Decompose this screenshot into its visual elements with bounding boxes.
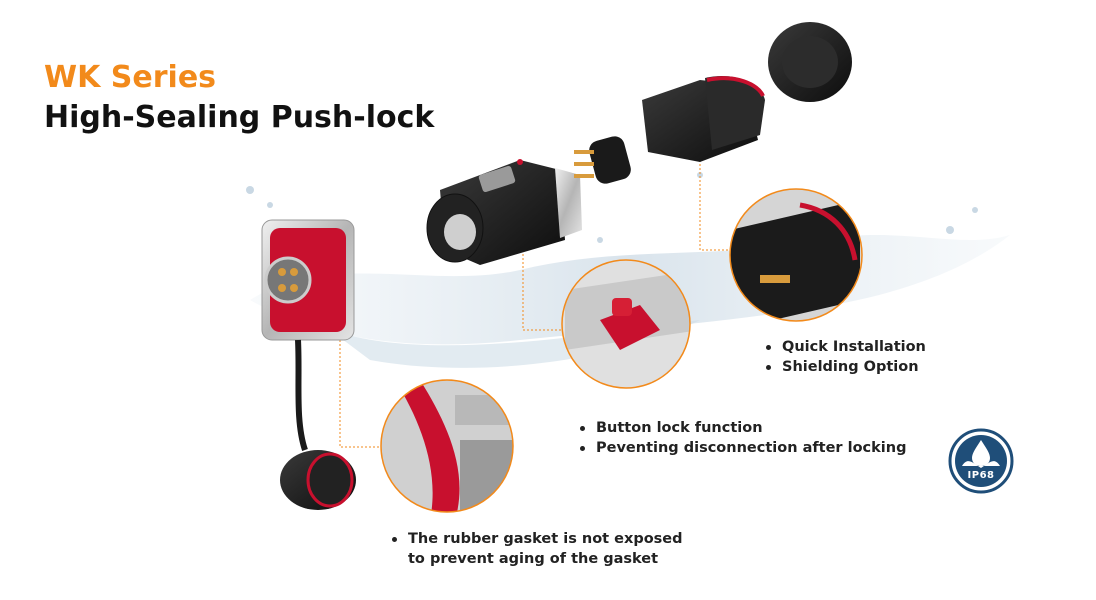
feature-button-lock: Button lock function xyxy=(576,418,906,438)
plug-connector xyxy=(426,159,582,265)
ip68-badge xyxy=(948,428,1014,494)
lock-detail-circle xyxy=(561,259,691,389)
gasket-line-2: to prevent aging of the gasket xyxy=(408,551,659,567)
product-title: High-Sealing Push-lock xyxy=(44,100,435,135)
gasket-features: The rubber gasket is not exposed to prev… xyxy=(388,529,683,569)
feature-quick-installation: Quick Installation xyxy=(762,337,926,357)
water-drop-icon xyxy=(962,440,1000,468)
ip-rating-label: IP68 xyxy=(967,470,995,481)
feature-prevent-disconnection: Peventing disconnection after locking xyxy=(576,438,906,458)
rear-shell xyxy=(642,22,852,162)
feature-shielding-option: Shielding Option xyxy=(762,357,926,377)
lock-features: Button lock function Peventing disconnec… xyxy=(576,418,906,458)
gasket-line-1: The rubber gasket is not exposed xyxy=(408,531,683,547)
feature-gasket-not-exposed: The rubber gasket is not exposed xyxy=(388,529,683,549)
panel-socket xyxy=(261,219,356,510)
contact-insert xyxy=(574,136,631,184)
leader-lines xyxy=(339,140,730,448)
series-title: WK Series xyxy=(44,60,217,95)
installation-features: Quick Installation Shielding Option xyxy=(762,337,926,377)
shielding-detail-circle xyxy=(729,188,863,322)
gasket-detail-circle xyxy=(380,379,514,513)
